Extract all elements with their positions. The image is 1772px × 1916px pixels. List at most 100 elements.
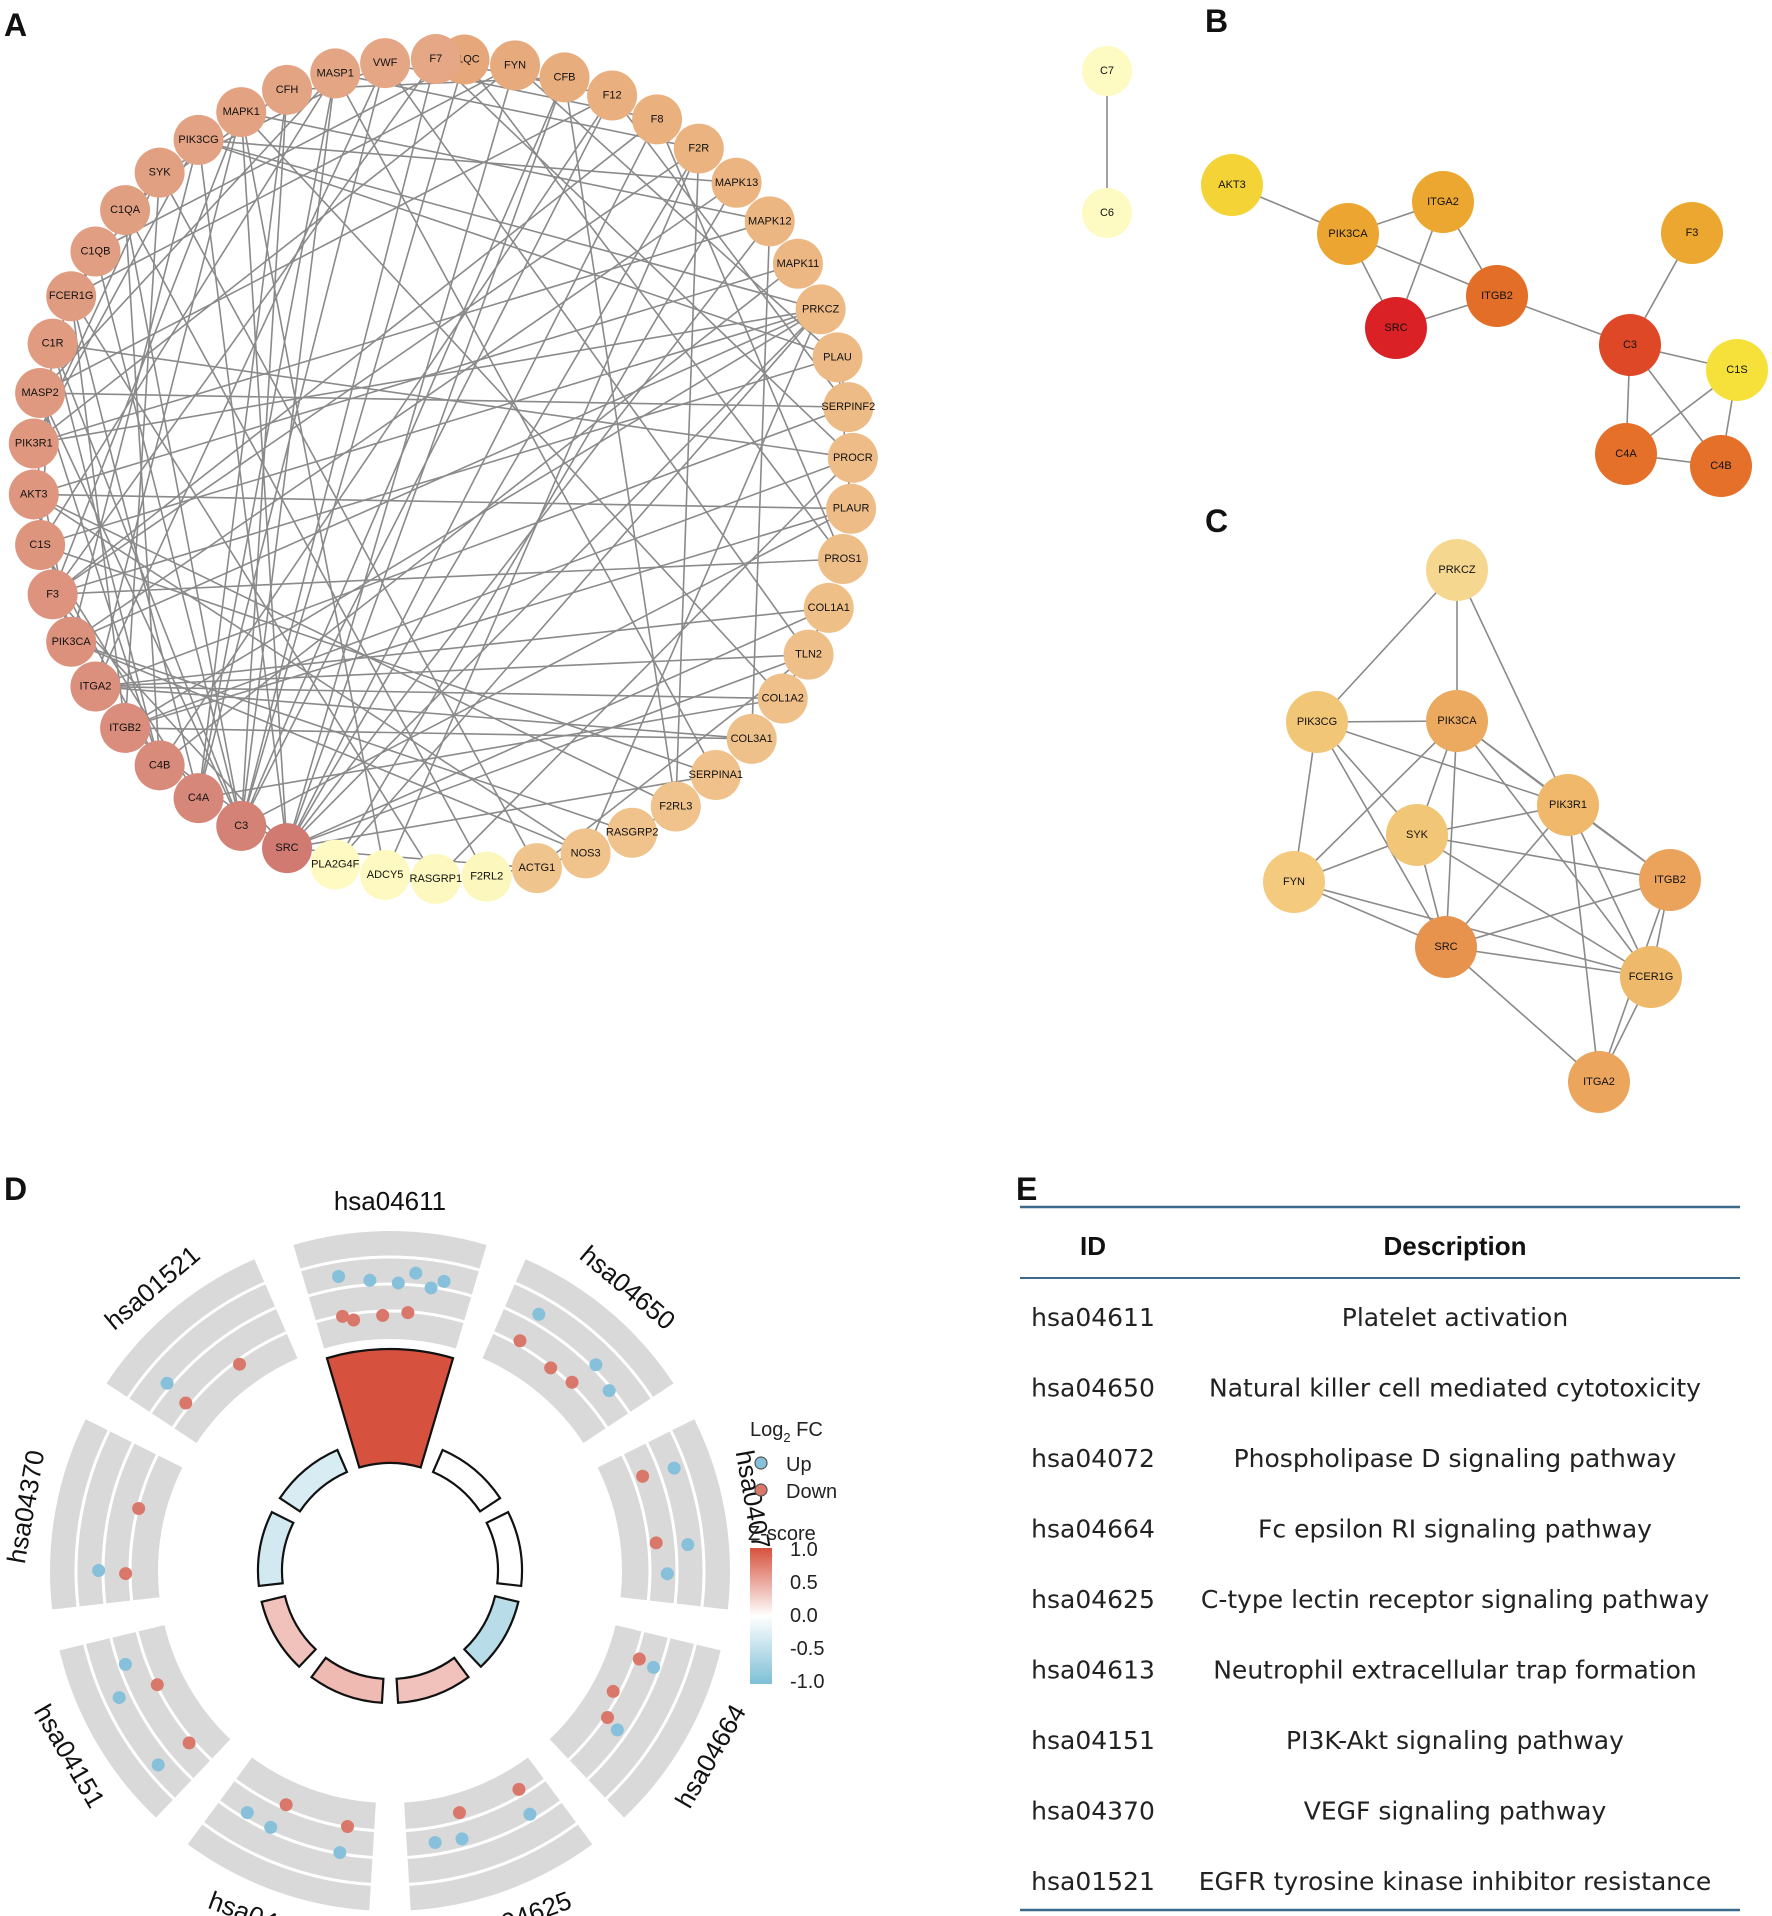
net-c-node-label-pik3cg: PIK3CG [1297,716,1337,728]
goplot-segment-hsa04625: hsa04625 [395,1656,593,1916]
net-a-node-label-col3a1: COL3A1 [731,733,773,745]
net-a-edge-pik3r1-mapk12 [33,220,770,445]
table-cell-description: Fc epsilon RI signaling pathway [1258,1515,1652,1544]
goplot-point-up-hsa04370-0 [92,1563,106,1577]
goplot-segment-gridline-hsa04151-0 [135,1631,213,1761]
goplot-segment-bg-hsa04370 [49,1419,183,1610]
goplot-segment-gridline-hsa04072-0 [621,1454,652,1601]
goplot-zscore-bar-hsa04370 [256,1510,295,1588]
net-a-node-label-pik3cg: PIK3CG [178,134,218,146]
goplot-point-up-hsa04611-3 [363,1273,377,1287]
net-c-node-fyn: FYN [1263,851,1325,913]
net-a-node-cfh: CFH [262,64,313,115]
net-a-edge-c3-c1r [51,343,242,827]
net-b-node-circle-itga2 [1412,171,1474,233]
table-cell-id: hsa04611 [1031,1303,1155,1332]
net-b-node-label-c4a: C4A [1615,448,1637,460]
net-c-edges [1293,569,1671,1083]
net-a-side-node-label-c7: C7 [1100,65,1114,77]
net-a-edge-c3-c1qa [124,209,243,827]
net-a-node-label-rasgrp2: RASGRP2 [606,827,659,839]
net-a-node-label-rasgrp1: RASGRP1 [410,873,463,885]
net-a-node-circle-rasgrp1 [410,853,461,904]
net-b-node-itga2: ITGA2 [1412,171,1474,233]
net-c-node-fcer1g: FCER1G [1620,946,1682,1008]
table-cell-description: PI3K-Akt signaling pathway [1286,1726,1624,1755]
net-c-node-pik3cg: PIK3CG [1286,691,1348,753]
net-a-node-circle-mapk1 [216,87,267,138]
net-a-edge-pik3ca-mapk13 [70,182,737,643]
net-a-node-label-pla2g4f: PLA2G4F [311,859,360,871]
net-c-edge-src-itga2 [1445,946,1600,1083]
goplot-segment-gridline-hsa04611-1 [308,1282,472,1298]
net-a-node-fcer1g: FCER1G [46,271,97,322]
net-a-node-circle-pik3r1 [8,418,59,469]
goplot-segment-gridline-hsa04370-2 [74,1430,111,1607]
goplot-point-up-hsa04650-0 [532,1307,546,1321]
net-a-node-cfb: CFB [539,52,590,103]
net-a-node-circle-syk [134,147,185,198]
table-cell-description: Phospholipase D signaling pathway [1234,1444,1677,1473]
net-a-node-masp2: MASP2 [15,368,66,419]
net-b-edges [1231,184,1738,467]
net-a-node-pla2g4f: PLA2G4F [310,839,361,890]
net-a-node-mapk12: MAPK12 [744,196,795,247]
net-a-edge-c3-masp1 [240,73,337,827]
net-a-node-fyn: FYN [490,40,541,91]
net-a-edge-pik3ca-rasgrp2 [70,640,633,834]
net-a-node-circle-tln2 [783,629,834,680]
net-a-edge-src-mapk12 [286,220,771,849]
goplot-point-up-hsa04151-2 [118,1657,132,1671]
net-a-edge-cfb-f2rl3 [563,77,677,807]
net-a-node-c4a: C4A [173,773,224,824]
net-a-edge-itgb2-col3a1 [125,727,752,740]
net-a-edge-c3-cfh [240,89,288,826]
net-c-node-label-fyn: FYN [1283,876,1305,888]
net-a-edge-src-pik3cg [197,139,288,849]
net-a-edge-masp2-masp1 [39,72,336,394]
goplot-segment-gridline-hsa04370-0 [128,1454,159,1601]
net-c-edge-pik3r1-fcer1g [1567,804,1652,978]
net-b-node-circle-c1s [1706,339,1768,401]
net-a-node-label-f12: F12 [603,90,622,102]
goplot-segment-gridline-hsa04370-1 [101,1442,135,1604]
net-a-node-circle-cfb [539,52,590,103]
goplot-segment-label-hsa04072: hsa04072 [730,1448,779,1566]
goplot-segment-gridline-hsa04650-2 [514,1281,654,1399]
net-b-node-circle-c4b [1690,435,1752,497]
net-c-node-src: SRC [1415,916,1477,978]
net-a-node-label-pros1: PROS1 [824,553,861,565]
net-a-node-label-f7: F7 [429,53,442,65]
net-b-node-label-f3: F3 [1686,227,1699,239]
net-a-node-c1qa: C1QA [100,185,151,236]
net-a-edge-f7-procr [435,58,854,459]
goplot-point-up-hsa04072-2 [660,1567,674,1581]
net-c-edge-pik3ca-fyn [1293,720,1458,883]
net-a-node-label-mapk12: MAPK12 [748,215,791,227]
net-a-node-label-procr: PROCR [833,452,873,464]
goplot-point-down-hsa04611-2 [376,1308,390,1322]
net-a-edge-fcer1g-fyn [70,64,516,297]
net-b-node-circle-c3 [1599,314,1661,376]
net-a-node-col1a2: COL1A2 [757,673,808,724]
net-b-node-label-akt3: AKT3 [1218,179,1246,191]
goplot-segment-bg-hsa01521 [106,1259,298,1443]
net-b-node-label-itgb2: ITGB2 [1481,290,1513,302]
net-a-edge-c3-f7 [240,58,437,827]
goplot-point-down-hsa04613-0 [341,1819,355,1833]
net-a-node-label-cfb: CFB [554,71,576,83]
goplot-segment-bg-hsa04613 [187,1757,376,1911]
net-a-edge-pik3ca-pik3cg [70,139,200,642]
legend-zscore-colorbar [750,1548,772,1684]
net-a-edge-src-mapk1 [240,112,288,849]
net-c-node-circle-pik3r1 [1537,774,1599,836]
net-a-node-col1a1: COL1A1 [803,582,854,633]
goplot-point-up-hsa04650-1 [589,1358,603,1372]
net-a-node-circle-masp2 [15,368,66,419]
net-c-edge-src-fcer1g [1445,946,1652,978]
goplot-zscore-bar-hsa01521 [278,1448,349,1513]
net-c-node-circle-src [1415,916,1477,978]
